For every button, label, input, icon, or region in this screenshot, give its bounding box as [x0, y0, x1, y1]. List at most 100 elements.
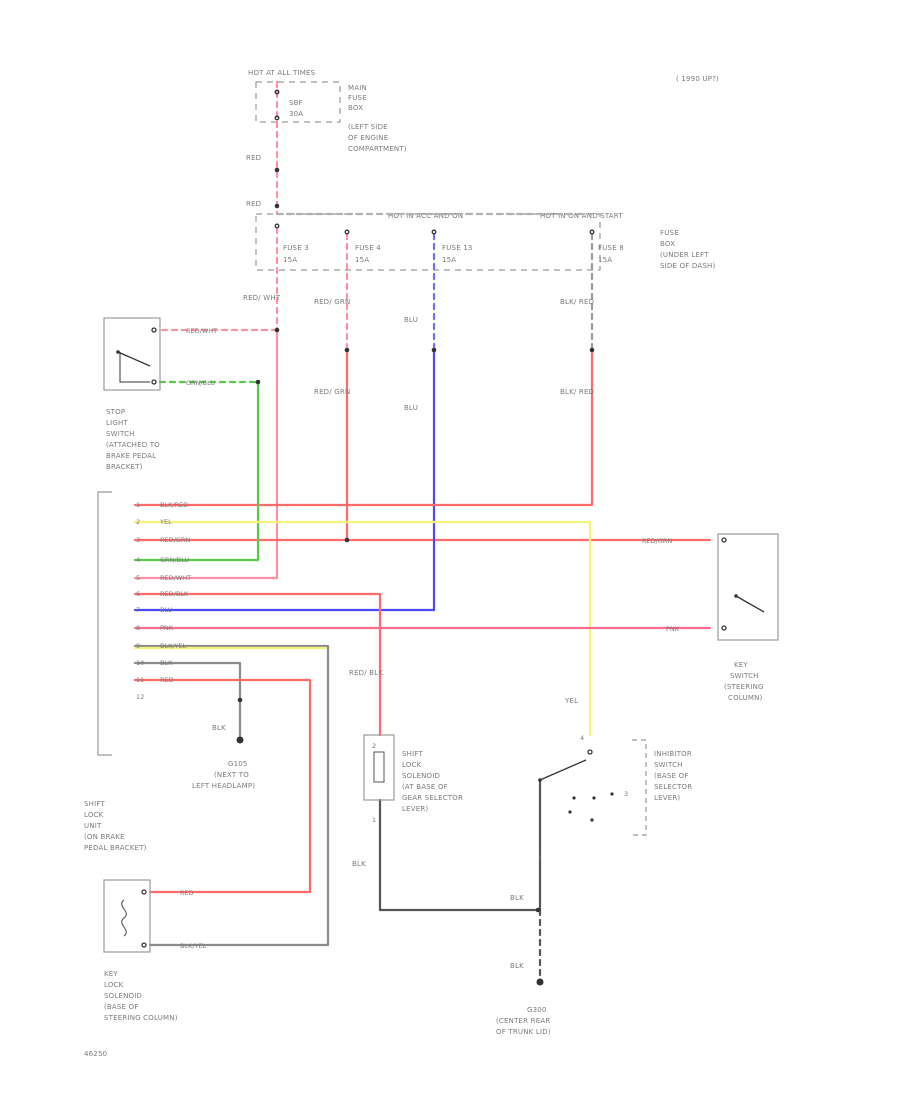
unit-pin-number: 7 — [136, 606, 140, 614]
dash-fuse-box-outline — [255, 213, 601, 271]
wire-label-redblk-1: RED/ BLK — [349, 669, 383, 677]
key-lock-label-1: KEY — [104, 970, 118, 978]
dash-fuse-box: HOT IN ACC AND ON HOT IN ON AND START FU… — [255, 212, 715, 271]
inhibitor-contact-2 — [592, 796, 596, 800]
stop-switch-return — [119, 352, 150, 383]
fuse-4-name: FUSE 4 — [355, 244, 381, 252]
stop-light-switch: RED/WHT GRN/BLU STOP LIGHT SWITCH (ATTAC… — [103, 317, 217, 471]
splice-grnblu — [255, 379, 261, 385]
ground-g105: G105 (NEXT TO LEFT HEADLAMP) — [192, 736, 255, 790]
splice-blkred — [589, 347, 595, 353]
main-fuse-amps: 30A — [289, 110, 303, 118]
ground-g300-label-1: G300 — [527, 1006, 547, 1014]
main-fuse-box-label-4: (LEFT SIDE — [348, 123, 388, 131]
wire-blu-main — [133, 348, 436, 612]
inhibitor-label-5: LEVER) — [654, 794, 680, 802]
shift-lock-unit-label-5: PEDAL BRACKET) — [84, 844, 147, 852]
inhibitor-contact-1 — [572, 796, 576, 800]
wire-label-blkred-2: BLK/ RED — [560, 388, 594, 396]
inhibitor-contact-5 — [590, 818, 594, 822]
shift-solenoid-pin-bottom: 1 — [372, 816, 376, 824]
key-switch-body — [717, 533, 779, 641]
unit-pin-wire-label: RED — [160, 676, 174, 684]
hot-at-all-times-label: HOT AT ALL TIMES — [248, 69, 316, 77]
key-lock-solenoid: RED BLK/YEL KEY LOCK SOLENOID (BASE OF S… — [103, 879, 207, 1022]
stop-switch-pin-bottom — [151, 379, 157, 385]
fuse-elements — [274, 89, 595, 235]
main-fuse-box-label-3: BOX — [348, 104, 363, 112]
unit-pin-number: 5 — [136, 574, 140, 582]
key-switch-label-3: (STEERING — [724, 683, 764, 691]
unit-pin-wire-label: BLU — [160, 606, 173, 614]
key-lock-label-3: SOLENOID — [104, 992, 142, 1000]
inhibitor-label-4: SELECTOR — [654, 783, 692, 791]
shift-solenoid-label-3: SOLENOID — [402, 772, 440, 780]
key-lock-coil-icon — [121, 899, 127, 937]
wire-label-blu-2: BLU — [404, 404, 418, 412]
stop-switch-wire-top: RED/WHT — [186, 327, 217, 335]
wire-redblk-main — [133, 592, 382, 737]
wire-label-yel: YEL — [564, 697, 578, 705]
key-lock-label-2: LOCK — [104, 981, 124, 989]
splice-red-2 — [274, 203, 280, 209]
ground-g300-icon — [536, 978, 544, 986]
splice-blk-junction — [535, 907, 541, 913]
fuse-13-amps: 15A — [442, 256, 456, 264]
shift-lock-unit-bracket — [97, 491, 112, 756]
wire-label-redwht-1: RED/ WHT — [243, 294, 281, 302]
unit-pin-number: 6 — [136, 590, 140, 598]
dash-fuse-box-label-4: SIDE OF DASH) — [660, 262, 715, 270]
stop-switch-label-5: BRAKE PEDAL — [106, 452, 156, 460]
fuse-4-amps: 15A — [355, 256, 369, 264]
inhibitor-switch-pivot — [538, 778, 542, 782]
shift-lock-unit-label-1: SHIFT — [84, 800, 105, 808]
ground-g105-label-2: (NEXT TO — [214, 771, 249, 779]
main-fuse-box-label-1: MAIN — [348, 84, 367, 92]
key-switch-label-1: KEY — [734, 661, 748, 669]
inhibitor-contact-3 — [610, 792, 614, 796]
main-fuse-sbf: SBF — [289, 99, 303, 107]
hot-acc-on-label: HOT IN ACC AND ON — [388, 212, 463, 220]
stop-switch-label-1: STOP — [106, 408, 125, 416]
shift-solenoid-label-6: LEVER) — [402, 805, 428, 813]
fuse-8-amps: 15A — [598, 256, 612, 264]
inhibitor-switch-bracket — [632, 739, 647, 836]
wire-label-blu-1: BLU — [404, 316, 418, 324]
ground-g105-icon — [236, 736, 244, 744]
key-switch-pin-bottom — [721, 625, 727, 631]
wire-blk-to-g105 — [133, 661, 242, 742]
key-switch-contact-icon — [735, 595, 765, 613]
fuse-8-name: FUSE 8 — [598, 244, 624, 252]
key-lock-solenoid-body — [103, 879, 151, 953]
splice-redwht — [274, 327, 280, 333]
wire-blkyel-main — [133, 644, 330, 947]
fuse-3-name: FUSE 3 — [283, 244, 309, 252]
shift-solenoid-label-4: (AT BASE OF — [402, 783, 448, 791]
fuse-13-name: FUSE 13 — [442, 244, 473, 252]
main-fuse-box-label-2: FUSE — [348, 94, 367, 102]
main-fuse-box-label-6: COMPARTMENT) — [348, 145, 407, 153]
wire-yel-main — [133, 520, 592, 737]
inhibitor-pin-top-num: 4 — [580, 734, 584, 742]
unit-pin-wire-label: YEL — [159, 518, 172, 526]
wire-blkred-main — [133, 348, 594, 507]
main-fuse-box: SBF 30A MAIN FUSE BOX (LEFT SIDE OF ENGI… — [255, 81, 407, 153]
key-switch-label-2: SWITCH — [730, 672, 759, 680]
shift-lock-solenoid: 2 1 SHIFT LOCK SOLENOID (AT BASE OF GEAR… — [363, 734, 463, 824]
splice-redgrn — [344, 347, 350, 353]
main-fuse-box-label-5: OF ENGINE — [348, 134, 388, 142]
unit-pin-number: 1 — [136, 501, 140, 509]
key-lock-label-5: STEERING COLUMN) — [104, 1014, 178, 1022]
key-switch-wire-top: RED/GRN — [642, 537, 672, 545]
unit-pin-number: 2 — [136, 518, 140, 526]
inhibitor-pin-bottom-num: 1 — [538, 854, 542, 862]
splice-blk-g105 — [237, 697, 243, 703]
wire-label-blk-g105: BLK — [212, 724, 226, 732]
inhibitor-label-2: SWITCH — [654, 761, 683, 769]
inhibitor-switch: 4 1 3 INHIBITOR SWITCH (BASE OF SELECTOR… — [538, 734, 692, 862]
ground-g105-label-3: LEFT HEADLAMP) — [192, 782, 255, 790]
inhibitor-label-1: INHIBITOR — [654, 750, 692, 758]
wire-label-blkred-1: BLK/ RED — [560, 298, 594, 306]
